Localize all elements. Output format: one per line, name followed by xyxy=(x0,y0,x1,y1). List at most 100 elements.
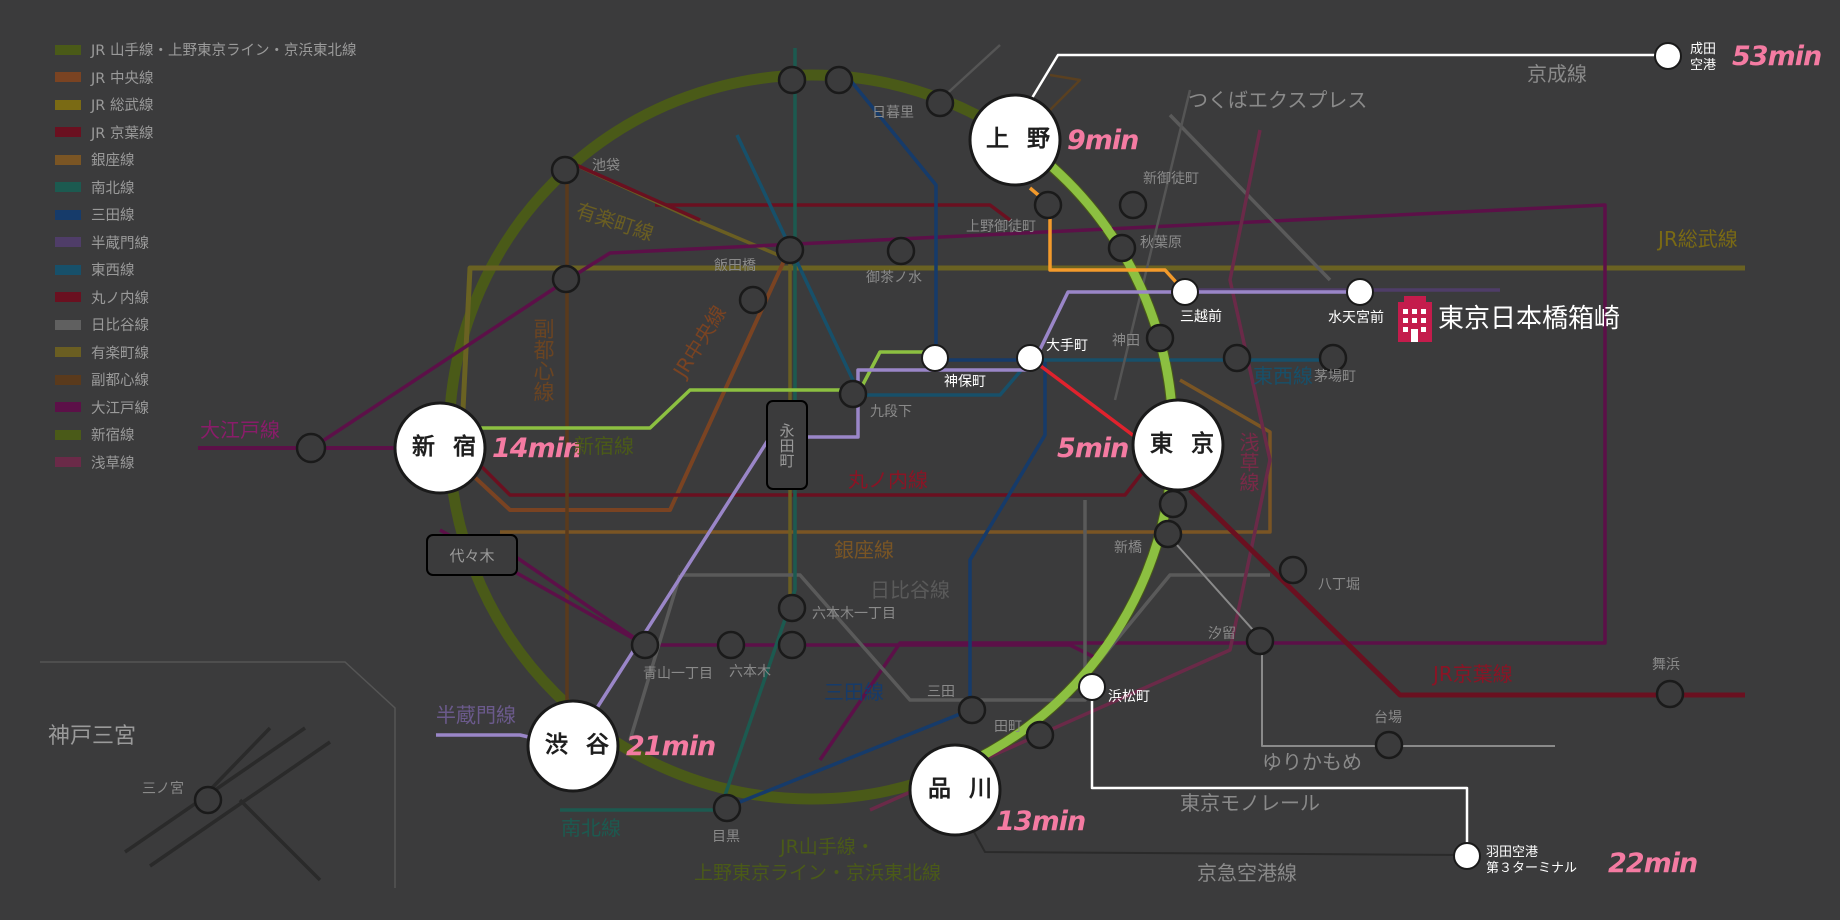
station-marker-suitengumae xyxy=(1346,278,1374,306)
legend-item: 副都心線 xyxy=(55,366,356,394)
legend-swatch xyxy=(55,127,81,138)
line-label-monorail: 東京モノレール xyxy=(1180,791,1320,815)
line-label-marunouchi: 丸ノ内線 xyxy=(848,468,928,492)
station-marker xyxy=(193,785,223,815)
station-marker-narita xyxy=(1654,42,1682,70)
legend-label: 三田線 xyxy=(91,208,135,225)
time-ueno: 9min xyxy=(1067,125,1139,156)
station-label-aoyama-itchome: 青山一丁目 xyxy=(643,666,713,682)
station-marker xyxy=(551,264,581,294)
hotel-building-icon xyxy=(1398,296,1432,342)
legend-item: 三田線 xyxy=(55,201,356,229)
legend-swatch xyxy=(55,182,81,193)
legend-swatch xyxy=(55,72,81,83)
hub-label-tokyo: 東 京 xyxy=(1150,431,1220,457)
line-label-shinjuku-line: 新宿線 xyxy=(574,434,634,458)
legend-swatch xyxy=(55,264,81,275)
highlight-stations xyxy=(921,42,1682,870)
station-marker xyxy=(1107,233,1137,263)
station-marker-mitsukoshimae xyxy=(1171,278,1199,306)
station-marker xyxy=(1278,555,1308,585)
legend-item: 有楽町線 xyxy=(55,339,356,367)
station-marker xyxy=(738,285,768,315)
station-label-ikebukuro: 池袋 xyxy=(592,158,620,174)
legend-swatch xyxy=(55,209,81,220)
line-label-jr-sobu: JR総武線 xyxy=(1658,227,1738,251)
station-label-hatchobori: 八丁堀 xyxy=(1318,577,1360,593)
legend-swatch xyxy=(55,402,81,413)
station-label-hamamatsucho: 浜松町 xyxy=(1108,689,1150,705)
legend-label: 東西線 xyxy=(91,263,135,280)
time-narita: 53min xyxy=(1732,41,1822,72)
station-marker xyxy=(1033,190,1063,220)
line-label-mita: 三田線 xyxy=(824,680,884,704)
station-marker xyxy=(824,65,854,95)
station-marker xyxy=(1245,626,1275,656)
station-marker xyxy=(295,432,327,464)
time-haneda: 22min xyxy=(1608,848,1698,879)
legend-label: 浅草線 xyxy=(91,455,135,472)
time-shinagawa: 13min xyxy=(996,806,1086,837)
line-label-oedo: 大江戸線 xyxy=(200,418,280,442)
station-label-ochanomizu: 御茶ノ水 xyxy=(866,270,922,286)
legend-item: 新宿線 xyxy=(55,421,356,449)
hub-label-shibuya: 渋 谷 xyxy=(545,732,615,758)
legend-label: 半蔵門線 xyxy=(91,235,149,252)
station-marker xyxy=(1374,730,1404,760)
hub-marker-ueno xyxy=(968,93,1062,187)
station-marker xyxy=(1118,190,1148,220)
line-label-keikyu: 京急空港線 xyxy=(1197,861,1297,885)
station-label-shin-okachimachi: 新御徒町 xyxy=(1143,171,1199,187)
station-label-otemachi: 大手町 xyxy=(1046,338,1088,354)
station-label-mitsukoshimae: 三越前 xyxy=(1180,309,1222,325)
legend-item: 日比谷線 xyxy=(55,311,356,339)
legend-label: 日比谷線 xyxy=(91,318,149,335)
inset-map xyxy=(40,661,396,888)
station-label-maihama: 舞浜 xyxy=(1652,657,1680,673)
legend-label: JR 総武線 xyxy=(91,98,154,115)
station-label-shimbashi: 新橋 xyxy=(1114,540,1142,556)
hub-marker-shinagawa xyxy=(908,743,1002,837)
hub-marker-shibuya xyxy=(526,699,620,793)
line-label-asakusa: 浅草線 xyxy=(1236,432,1260,492)
station-marker xyxy=(775,235,805,265)
legend-item: JR 総武線 xyxy=(55,91,356,119)
station-marker xyxy=(550,155,580,185)
hub-label-shinjuku: 新 宿 xyxy=(412,434,482,460)
station-marker-haneda xyxy=(1453,842,1481,870)
station-marker xyxy=(1025,720,1055,750)
station-label-kudanshita: 九段下 xyxy=(870,404,912,420)
time-shinjuku: 14min xyxy=(492,433,582,464)
line-label-jr-keiyo: JR京葉線 xyxy=(1433,662,1513,686)
station-label-kanda: 神田 xyxy=(1112,333,1140,349)
hub-label-ueno: 上 野 xyxy=(986,126,1056,152)
station-marker xyxy=(925,88,955,118)
line-label-namboku: 南北線 xyxy=(561,816,621,840)
station-marker xyxy=(712,793,742,823)
hub-marker-tokyo xyxy=(1131,398,1225,492)
legend-swatch xyxy=(55,44,81,55)
legend-swatch xyxy=(55,154,81,165)
legend-item: JR 京葉線 xyxy=(55,119,356,147)
legend-item: 浅草線 xyxy=(55,449,356,477)
station-marker xyxy=(1222,343,1252,373)
station-marker xyxy=(777,593,807,623)
station-label-nippori: 日暮里 xyxy=(872,105,914,121)
line-label-yamanote-1: JR山手線・ xyxy=(780,836,875,858)
legend-label: 銀座線 xyxy=(91,153,135,170)
station-marker xyxy=(1145,323,1175,353)
station-marker xyxy=(1158,489,1188,519)
station-label-mita: 三田 xyxy=(927,684,955,700)
station-label-shiodome: 汐留 xyxy=(1208,626,1236,642)
line-label-yamanote-2: 上野東京ライン・京浜東北線 xyxy=(694,862,942,884)
station-marker xyxy=(777,65,807,95)
station-label-suitengumae: 水天宮前 xyxy=(1328,310,1384,326)
legend-swatch xyxy=(55,374,81,385)
line-label-hibiya: 日比谷線 xyxy=(870,578,950,602)
station-label-narita: 成田 空港 xyxy=(1690,42,1717,73)
legend-label: JR 京葉線 xyxy=(91,125,154,142)
legend-label: JR 山手線・上野東京ライン・京浜東北線 xyxy=(91,43,357,60)
station-label-akihabara: 秋葉原 xyxy=(1140,235,1182,251)
legend-swatch xyxy=(55,457,81,468)
